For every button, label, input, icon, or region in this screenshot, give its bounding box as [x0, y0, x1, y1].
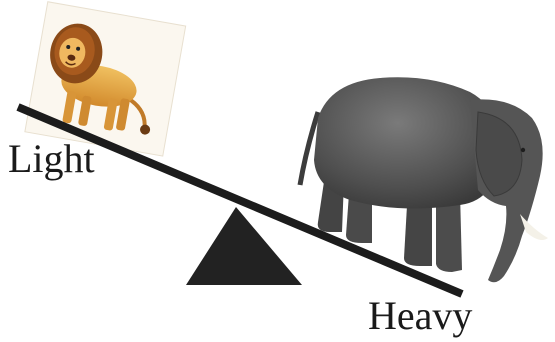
lion-image — [25, 2, 186, 156]
elephant-image — [300, 77, 548, 282]
light-label: Light — [8, 139, 95, 179]
heavy-label: Heavy — [368, 296, 472, 336]
